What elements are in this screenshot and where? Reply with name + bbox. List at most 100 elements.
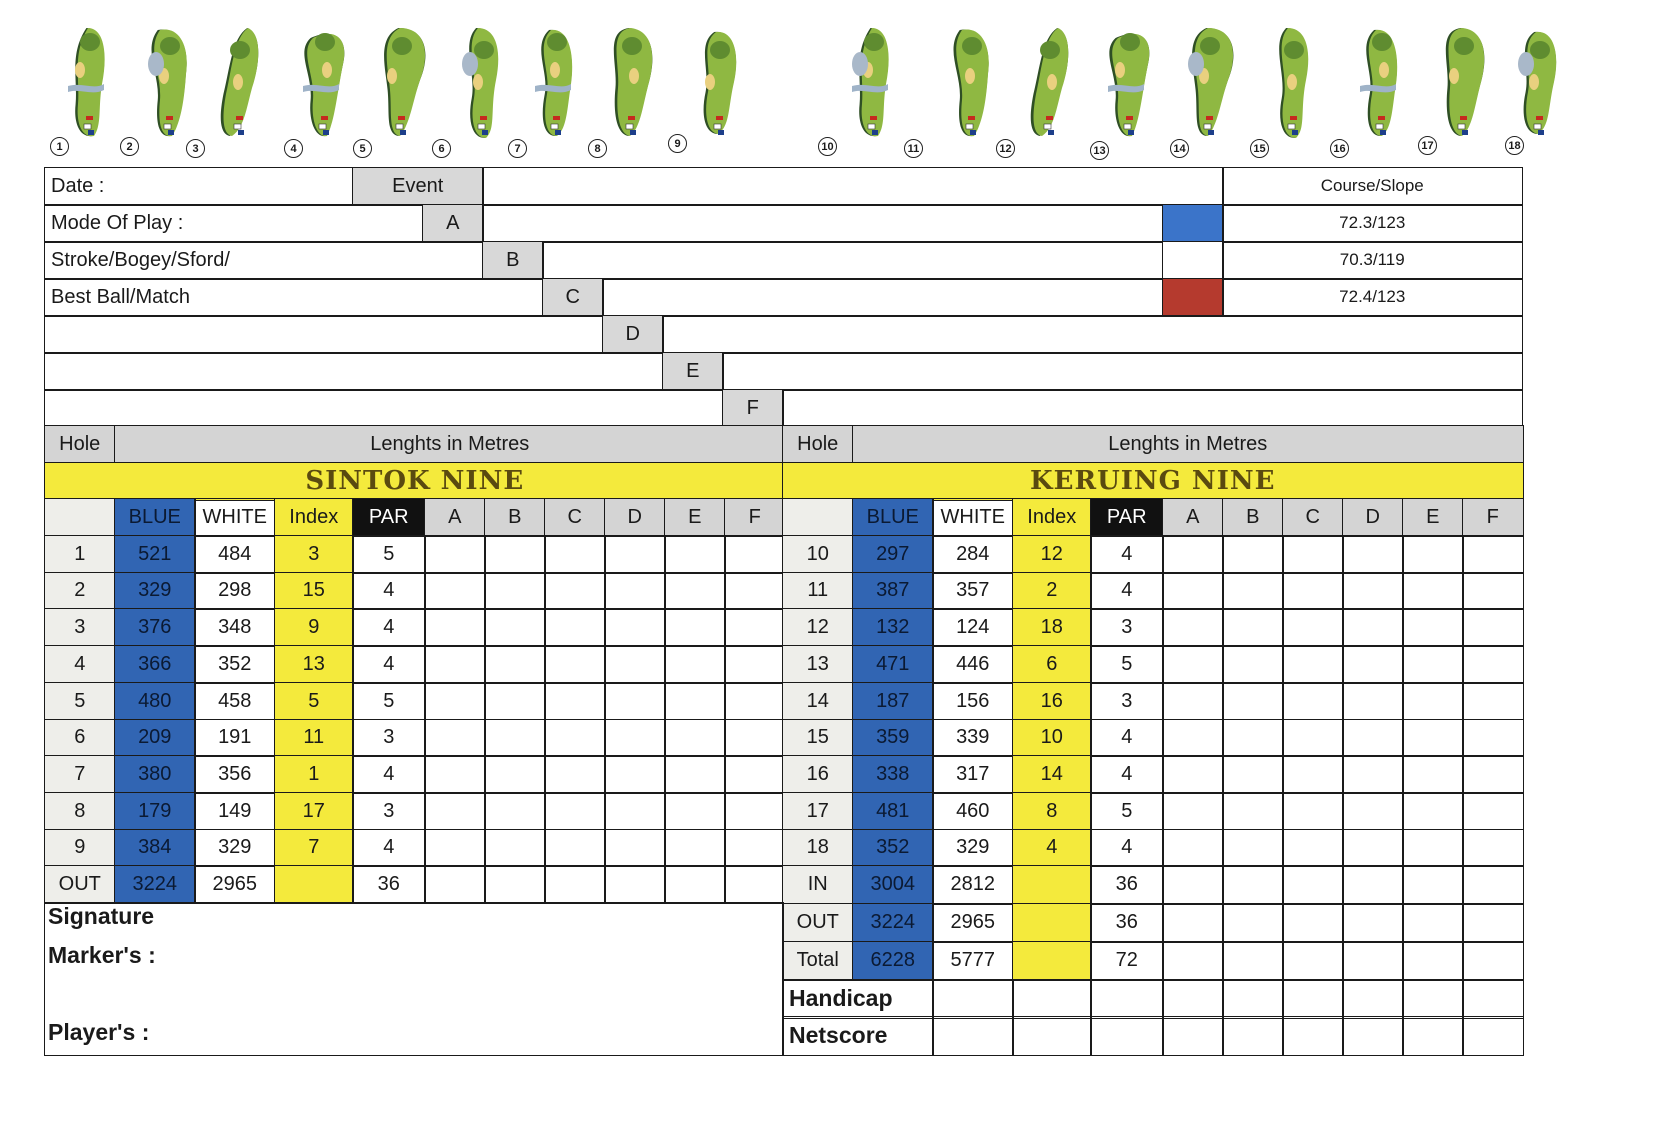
score-entry[interactable] [424, 865, 486, 904]
handicap-entry[interactable] [1012, 1016, 1092, 1056]
score-entry[interactable] [484, 535, 546, 574]
score-entry[interactable] [724, 755, 786, 794]
score-entry[interactable] [424, 791, 486, 831]
score-entry[interactable] [1222, 681, 1284, 721]
score-entry[interactable] [1342, 645, 1404, 684]
score-entry[interactable] [1402, 941, 1464, 981]
score-entry[interactable] [1162, 571, 1224, 611]
score-entry[interactable] [544, 865, 606, 904]
score-entry[interactable] [604, 645, 666, 684]
score-entry[interactable] [544, 718, 606, 757]
score-entry[interactable] [1162, 681, 1224, 721]
handicap-entry[interactable] [1282, 979, 1344, 1019]
player-name-input[interactable] [722, 352, 1523, 391]
score-entry[interactable] [1342, 903, 1404, 943]
score-entry[interactable] [1402, 718, 1464, 757]
score-entry[interactable] [1282, 903, 1344, 943]
score-entry[interactable] [1342, 828, 1404, 868]
handicap-entry[interactable] [1090, 979, 1164, 1019]
handicap-entry[interactable] [1222, 1016, 1284, 1056]
score-entry[interactable] [424, 681, 486, 721]
score-entry[interactable] [604, 718, 666, 757]
handicap-entry[interactable] [1462, 1016, 1524, 1056]
score-entry[interactable] [1282, 681, 1344, 721]
score-entry[interactable] [1162, 941, 1224, 981]
score-entry[interactable] [1282, 535, 1344, 574]
score-entry[interactable] [1462, 571, 1524, 611]
score-entry[interactable] [484, 571, 546, 611]
score-entry[interactable] [604, 571, 666, 611]
score-entry[interactable] [724, 865, 786, 904]
score-entry[interactable] [604, 755, 666, 794]
handicap-entry[interactable] [1162, 979, 1224, 1019]
score-entry[interactable] [544, 645, 606, 684]
score-entry[interactable] [1402, 828, 1464, 868]
player-name-input[interactable] [782, 389, 1523, 428]
score-entry[interactable] [1342, 608, 1404, 647]
score-entry[interactable] [1402, 571, 1464, 611]
score-entry[interactable] [1162, 903, 1224, 943]
score-entry[interactable] [664, 828, 726, 868]
score-entry[interactable] [424, 571, 486, 611]
player-name-input[interactable] [602, 278, 1164, 317]
score-entry[interactable] [484, 681, 546, 721]
handicap-entry[interactable] [1222, 979, 1284, 1019]
score-entry[interactable] [1462, 828, 1524, 868]
score-entry[interactable] [1342, 865, 1404, 905]
handicap-entry[interactable] [1090, 1016, 1164, 1056]
score-entry[interactable] [1342, 535, 1404, 574]
score-entry[interactable] [1402, 681, 1464, 721]
score-entry[interactable] [1222, 645, 1284, 684]
handicap-entry[interactable] [1402, 1016, 1464, 1056]
score-entry[interactable] [604, 791, 666, 831]
handicap-entry[interactable] [1462, 979, 1524, 1019]
score-entry[interactable] [1342, 755, 1404, 794]
score-entry[interactable] [484, 755, 546, 794]
score-entry[interactable] [1162, 645, 1224, 684]
score-entry[interactable] [1342, 681, 1404, 721]
score-entry[interactable] [1402, 865, 1464, 905]
score-entry[interactable] [1222, 828, 1284, 868]
handicap-entry[interactable] [1162, 1016, 1224, 1056]
score-entry[interactable] [604, 535, 666, 574]
score-entry[interactable] [1282, 755, 1344, 794]
score-entry[interactable] [544, 681, 606, 721]
score-entry[interactable] [1462, 941, 1524, 981]
score-entry[interactable] [1222, 865, 1284, 905]
score-entry[interactable] [1162, 718, 1224, 757]
score-entry[interactable] [424, 535, 486, 574]
score-entry[interactable] [1282, 608, 1344, 647]
score-entry[interactable] [1222, 718, 1284, 757]
score-entry[interactable] [1222, 571, 1284, 611]
date-field[interactable]: Date : [44, 167, 354, 206]
score-entry[interactable] [544, 535, 606, 574]
score-entry[interactable] [1342, 791, 1404, 831]
score-entry[interactable] [1462, 755, 1524, 794]
score-entry[interactable] [1342, 941, 1404, 981]
score-entry[interactable] [484, 718, 546, 757]
score-entry[interactable] [484, 791, 546, 831]
score-entry[interactable] [1282, 791, 1344, 831]
handicap-entry[interactable] [1342, 979, 1404, 1019]
score-entry[interactable] [1222, 535, 1284, 574]
score-entry[interactable] [1162, 608, 1224, 647]
score-entry[interactable] [664, 865, 726, 904]
score-entry[interactable] [1462, 608, 1524, 647]
score-entry[interactable] [424, 828, 486, 868]
score-entry[interactable] [1402, 608, 1464, 647]
handicap-entry[interactable] [1282, 1016, 1344, 1056]
score-entry[interactable] [1222, 941, 1284, 981]
score-entry[interactable] [1162, 535, 1224, 574]
score-entry[interactable] [484, 865, 546, 904]
score-entry[interactable] [1282, 718, 1344, 757]
score-entry[interactable] [724, 791, 786, 831]
score-entry[interactable] [1162, 755, 1224, 794]
score-entry[interactable] [1222, 755, 1284, 794]
score-entry[interactable] [484, 645, 546, 684]
handicap-entry[interactable] [1012, 979, 1092, 1019]
score-entry[interactable] [1162, 791, 1224, 831]
score-entry[interactable] [664, 755, 726, 794]
score-entry[interactable] [1402, 535, 1464, 574]
score-entry[interactable] [1462, 791, 1524, 831]
score-entry[interactable] [1462, 645, 1524, 684]
